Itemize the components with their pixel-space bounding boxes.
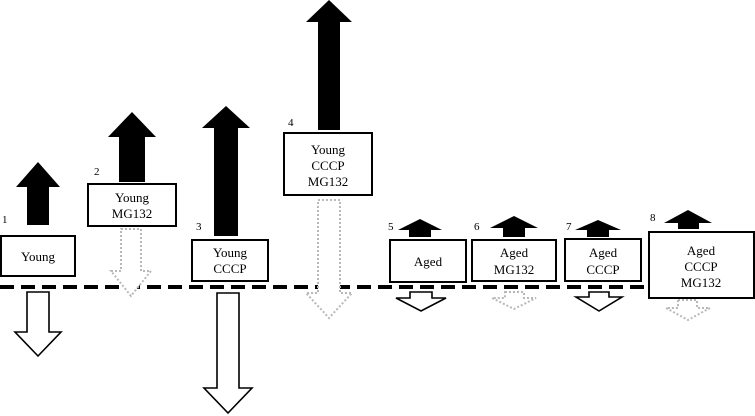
box-8-line-2: CCCP bbox=[684, 259, 717, 274]
up-arrow-1 bbox=[16, 162, 60, 225]
box-4-line-2: CCCP bbox=[311, 158, 344, 173]
number-8: 8 bbox=[650, 212, 656, 224]
box-6-line-2: MG132 bbox=[494, 262, 534, 277]
condition-8-aged-cccp-mg132: 8 Aged CCCP MG132 bbox=[648, 210, 755, 322]
up-arrow-6 bbox=[490, 216, 538, 237]
up-arrow-4 bbox=[306, 0, 352, 130]
down-arrow-2 bbox=[108, 228, 154, 298]
up-arrow-5 bbox=[398, 219, 442, 237]
box-3 bbox=[191, 239, 269, 282]
down-arrow-4 bbox=[303, 199, 355, 320]
box-4 bbox=[283, 132, 373, 196]
condition-7-aged-cccp: 7 Aged CCCP bbox=[564, 220, 642, 312]
condition-6-aged-mg132: 6 Aged MG132 bbox=[471, 216, 557, 311]
number-2: 2 bbox=[94, 166, 100, 178]
box-3-line-1: Young bbox=[213, 245, 248, 260]
condition-4-young-cccp-mg132: 4 Young CCCP MG132 bbox=[283, 0, 373, 320]
down-arrow-1 bbox=[13, 291, 63, 358]
condition-3-young-cccp: 3 Young CCCP bbox=[191, 106, 269, 415]
box-8 bbox=[648, 231, 755, 299]
box-1 bbox=[0, 235, 76, 277]
box-7 bbox=[564, 238, 642, 282]
box-1-line-1: Young bbox=[21, 249, 56, 264]
up-arrow-8 bbox=[664, 210, 712, 229]
condition-1-young: 1 Young bbox=[0, 162, 76, 358]
number-1: 1 bbox=[2, 214, 8, 226]
box-8-line-1: Aged bbox=[687, 243, 716, 258]
up-arrow-3 bbox=[202, 106, 250, 236]
number-6: 6 bbox=[474, 221, 480, 233]
box-4-line-3: MG132 bbox=[308, 174, 348, 189]
box-2-line-1: Young bbox=[115, 190, 150, 205]
number-7: 7 bbox=[566, 221, 572, 233]
box-7-line-2: CCCP bbox=[586, 262, 619, 277]
number-5: 5 bbox=[388, 221, 394, 233]
box-6 bbox=[471, 239, 557, 282]
down-arrow-5 bbox=[395, 291, 447, 312]
number-4: 4 bbox=[288, 117, 294, 129]
up-arrow-2 bbox=[108, 112, 156, 182]
down-arrow-3 bbox=[202, 292, 254, 415]
box-5 bbox=[389, 239, 467, 283]
number-3: 3 bbox=[196, 221, 202, 233]
down-arrow-6 bbox=[491, 291, 537, 311]
condition-5-aged: 5 Aged bbox=[388, 219, 467, 312]
box-4-line-1: Young bbox=[311, 142, 346, 157]
box-7-line-1: Aged bbox=[589, 245, 618, 260]
up-arrow-7 bbox=[575, 220, 621, 237]
box-8-line-3: MG132 bbox=[681, 275, 721, 290]
box-2 bbox=[87, 183, 177, 227]
down-arrow-8 bbox=[665, 299, 711, 322]
box-2-line-2: MG132 bbox=[112, 206, 152, 221]
box-3-line-2: CCCP bbox=[213, 261, 246, 276]
down-arrow-7 bbox=[573, 291, 625, 312]
condition-2-young-mg132: 2 Young MG132 bbox=[87, 112, 177, 298]
box-6-line-1: Aged bbox=[500, 245, 529, 260]
box-5-line-1: Aged bbox=[414, 254, 443, 269]
